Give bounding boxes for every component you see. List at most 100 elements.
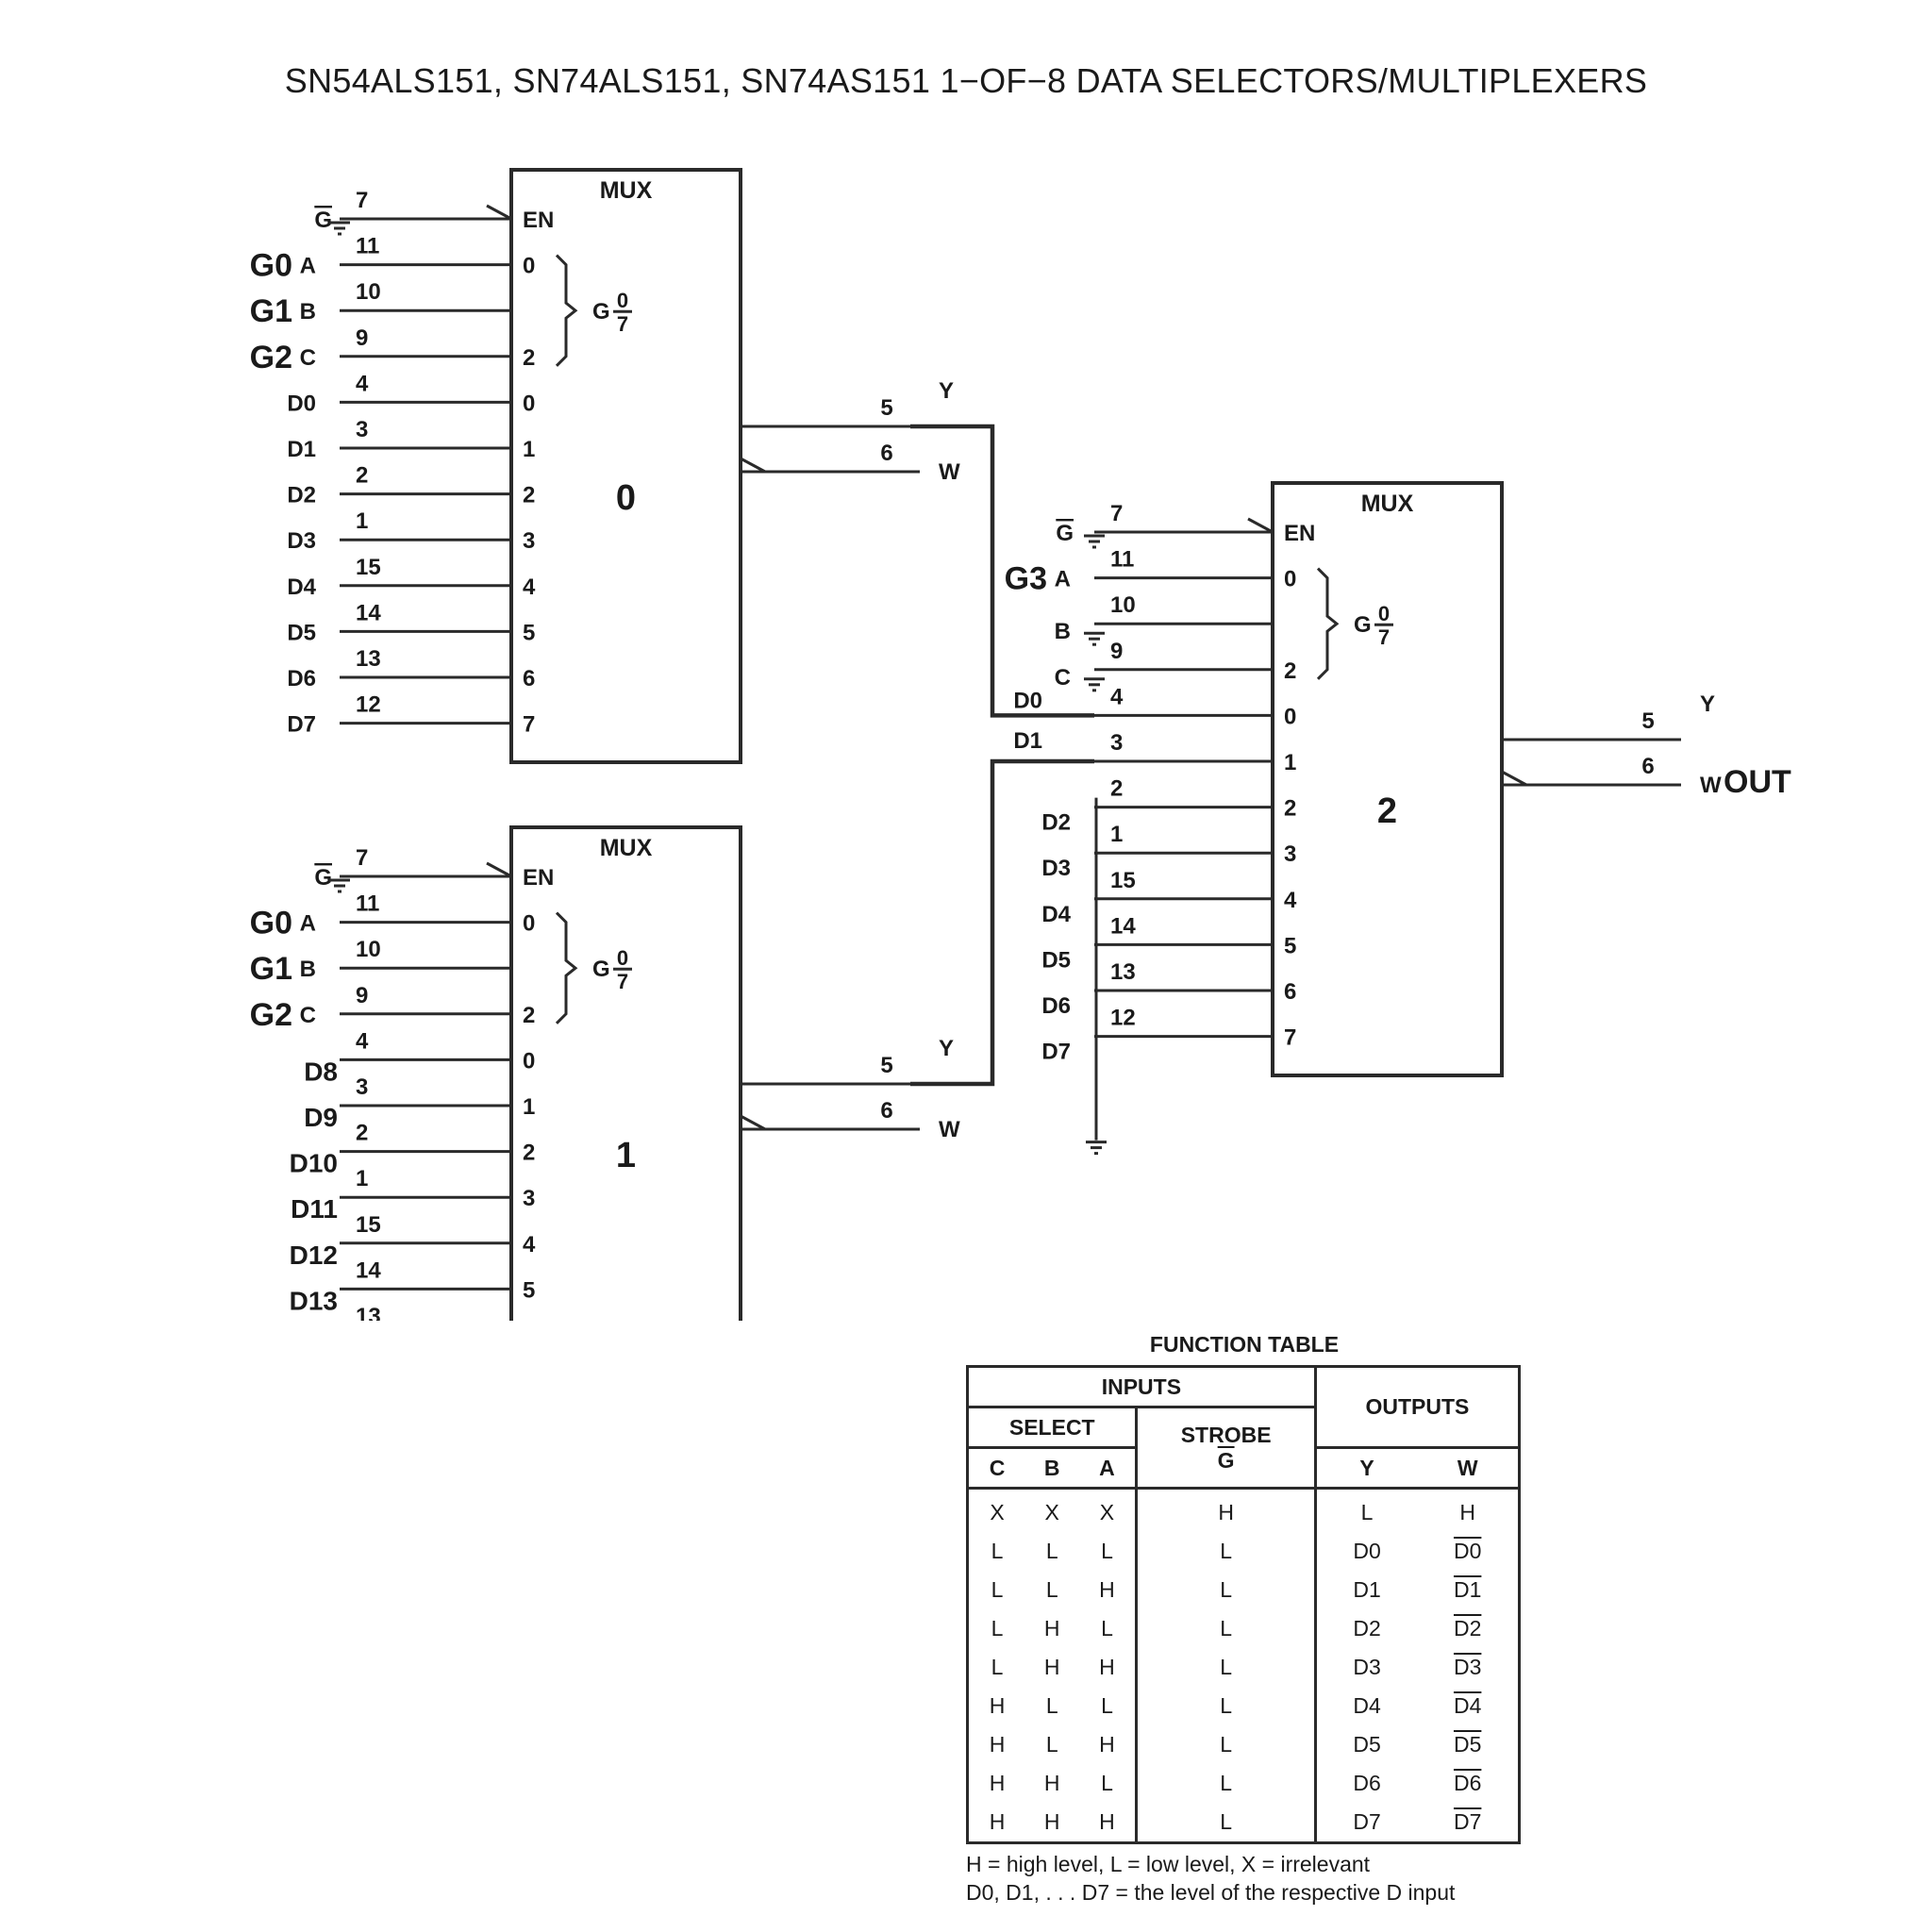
cell-c: H: [989, 1771, 1006, 1795]
wire-mux1-y-to-mux2-d1: [910, 758, 1094, 1087]
cell-c: L: [991, 1577, 1004, 1602]
cell-g: H: [1136, 1488, 1317, 1532]
mux1-pin-0: 7: [356, 845, 368, 871]
mux0-g-bar: G: [314, 208, 332, 233]
mux2-en-flag: [1247, 517, 1274, 534]
mux1-out-y-pin: 5: [880, 1053, 892, 1078]
mux0-pin-7: 1: [356, 508, 368, 534]
mux0-group-select-2: G1: [250, 293, 292, 329]
mux2-sel-letter-a: A: [1055, 567, 1071, 592]
cell-a: L: [1078, 1764, 1139, 1803]
cell-g: L: [1136, 1687, 1317, 1725]
mux2-d2-label: D2: [1041, 810, 1071, 836]
cell-c: H: [989, 1732, 1006, 1757]
strobe-g-bar: G: [1217, 1447, 1235, 1473]
mux0-g-frac-bottom: 7: [617, 312, 628, 336]
mux2-pin-5: 3: [1110, 730, 1123, 756]
mux0-data-label-4: D0: [287, 391, 316, 416]
mux0-int-7: 3: [523, 528, 535, 554]
mux1-g-frac-top: 0: [617, 946, 628, 970]
mux1-pin-5: 3: [356, 1074, 368, 1100]
mux2-pin-11: 12: [1110, 1006, 1136, 1031]
mux2-pin-4: 4: [1110, 684, 1124, 709]
cell-c: H: [989, 1693, 1006, 1718]
cell-w: D3: [1453, 1655, 1482, 1679]
mux1-int-4: 0: [523, 1048, 535, 1074]
mux2-g3-label: G3: [1005, 561, 1047, 597]
cell-c: L: [991, 1539, 1004, 1563]
cell-w: D6: [1453, 1771, 1482, 1795]
outputs-header: OUTPUTS: [1315, 1366, 1520, 1449]
mux1-out-w-pin: 6: [880, 1098, 892, 1124]
mux0-int-9: 5: [523, 620, 535, 645]
mux0-pin-9: 14: [356, 600, 381, 625]
function-table-panel: FUNCTION TABLE INPUTS OUTPUTS SELECT STR…: [966, 1332, 1523, 1907]
col-w: W: [1417, 1447, 1520, 1490]
cell-y: D2: [1353, 1616, 1381, 1641]
mux0-data-label-10: D6: [287, 666, 316, 691]
mux0-g-frac-top: 0: [617, 289, 628, 312]
cell-g: L: [1136, 1803, 1317, 1843]
mux2-d6-label: D6: [1041, 993, 1071, 1019]
mux2-g-bar: G: [1056, 521, 1074, 546]
mux0-pin-3: 9: [356, 325, 368, 351]
mux1-box: [509, 825, 742, 1321]
cell-g: L: [1136, 1609, 1317, 1648]
mux2-d0-label: D0: [1013, 688, 1042, 713]
mux1-int-8: 4: [523, 1232, 536, 1257]
mux2-pin-2: 10: [1110, 592, 1136, 618]
cell-g: L: [1136, 1571, 1317, 1609]
mux0-int-4: 0: [523, 391, 535, 416]
cell-c: X: [990, 1500, 1005, 1524]
mux0-sel-letter-1: A: [300, 254, 316, 279]
mux1-int-9: 5: [523, 1277, 535, 1303]
mux0-int-10: 6: [523, 666, 535, 691]
mux1-en-label: EN: [523, 865, 554, 891]
mux0-pin-0: 7: [356, 188, 368, 213]
inputs-header: INPUTS: [967, 1366, 1317, 1408]
mux2-g-frac-bottom: 7: [1378, 625, 1390, 649]
mux0-out-y-name: Y: [939, 378, 954, 404]
mux2-pin-6: 2: [1110, 776, 1123, 802]
mux1-g-frac-bottom: 7: [617, 970, 628, 993]
mux1-sel-letter-3: C: [300, 1003, 316, 1028]
mux2-int-10: 6: [1284, 979, 1296, 1005]
mux0-pin-4: 4: [356, 371, 369, 396]
mux1-pin-3: 9: [356, 983, 368, 1008]
cell-a: L: [1078, 1687, 1139, 1725]
cell-y: D0: [1353, 1539, 1381, 1563]
mux2-pin-8: 15: [1110, 868, 1136, 893]
document-title: SN54ALS151, SN74ALS151, SN74AS151 1−OF−8…: [284, 61, 1648, 100]
mux1-group-select-1: G0: [250, 906, 292, 941]
mux2-out-w-pin: 6: [1641, 754, 1654, 779]
mux1-int-6: 2: [523, 1141, 535, 1166]
mux0-int-6: 2: [523, 483, 535, 508]
cell-w: D0: [1453, 1539, 1482, 1563]
function-table: INPUTS OUTPUTS SELECT STROBE G C B A Y W…: [966, 1365, 1521, 1844]
cell-c: H: [989, 1809, 1006, 1834]
cell-y: D7: [1353, 1809, 1381, 1834]
mux0-int-5: 1: [523, 437, 535, 462]
mux0-pin-8: 15: [356, 555, 381, 580]
mux2-d4-label: D4: [1041, 902, 1071, 927]
mux1-sel-letter-2: B: [300, 957, 316, 982]
cell-y: D5: [1353, 1732, 1381, 1757]
strobe-header: STROBE G: [1136, 1407, 1317, 1490]
mux0-pin-5: 3: [356, 417, 368, 442]
mux1-pin-8: 15: [356, 1212, 381, 1238]
cell-b: L: [1045, 1732, 1058, 1757]
cell-g: L: [1136, 1764, 1317, 1803]
mux0-pin-10: 13: [356, 646, 381, 672]
mux1-group-select-3: G2: [250, 997, 292, 1033]
cell-b: L: [1045, 1693, 1058, 1718]
mux2-en-label: EN: [1284, 521, 1315, 546]
mux0-mux-label: MUX: [600, 177, 653, 204]
mux1-pin-10: 13: [356, 1304, 381, 1321]
mux0-data-label-8: D4: [287, 575, 316, 600]
cell-y: L: [1360, 1500, 1374, 1524]
mux2-out-w-flag: [1501, 770, 1527, 787]
mux0-data-label-6: D2: [287, 483, 316, 508]
